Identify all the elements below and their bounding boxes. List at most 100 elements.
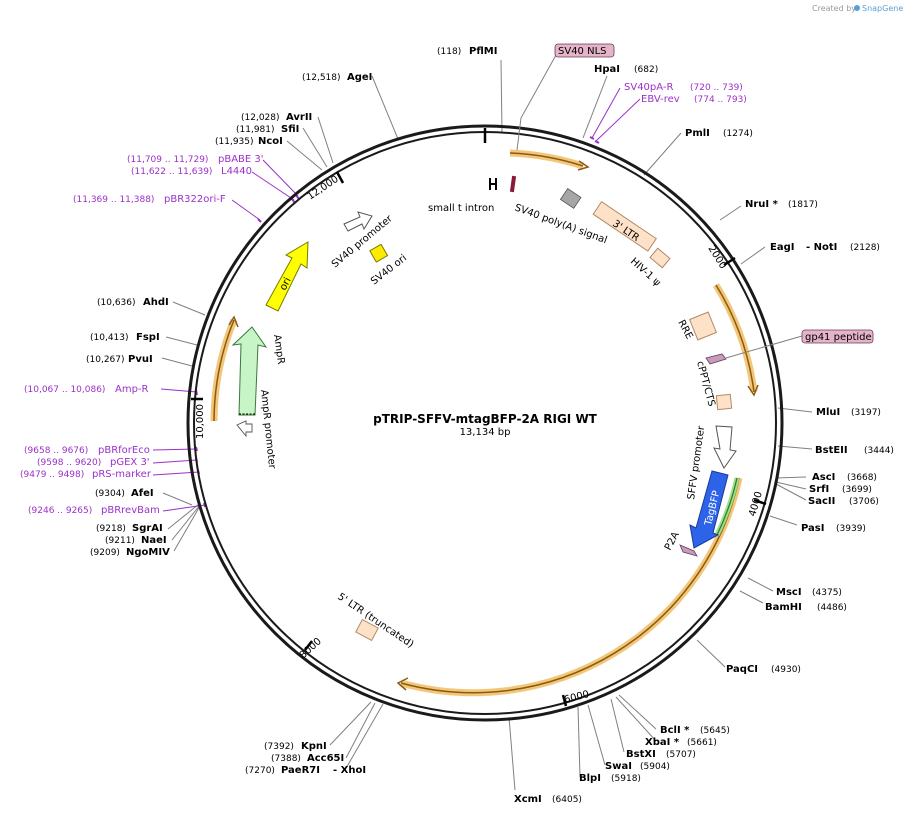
enzyme-line-swai [587,704,606,766]
enzyme-line-pasi [769,515,798,526]
enzyme-line-blpi [577,706,581,778]
tick-8000 [304,640,313,651]
enzyme-line-kpni [329,701,372,746]
plasmid-length: 13,134 bp [460,427,511,438]
orf-arc-bottom-highlight [400,477,743,697]
sffv-promoter-arrow [713,425,737,469]
enzyme-pos-sacii: (3706) [849,497,879,507]
label-sv40-polya: SV40 poly(A) signal [513,202,609,246]
orf-arc-bottom [400,477,740,694]
enzyme-pos-naei: (9211) [105,536,135,546]
enzyme-line-ncoi [286,140,323,171]
enzyme-name-noti: - NotI [806,242,837,253]
enzyme-name-pvui: PvuI [128,354,153,365]
gp41-callout[interactable]: gp41 peptide [725,329,874,359]
enzyme-pos-srfi: (3699) [842,485,872,495]
enzyme-name-kpni: KpnI [301,741,327,752]
primer-pos-pbabe: (11,709 .. 11,729) [127,155,208,165]
orf-arc-top-arrow [577,160,590,171]
enzyme-name-eagi: EagI [770,242,794,253]
label-ampr-promoter: AmpR promoter [258,389,277,470]
gp41-box [801,329,874,344]
enzyme-line-fspi [165,336,198,346]
primer-pos-l4440: (11,622 .. 11,639) [131,167,212,177]
backbone [186,124,784,722]
enzyme-name-xhoi: - XhoI [333,765,366,776]
label-p2a: P2A [663,530,682,552]
primer-mark-sv40pa-r [589,136,595,140]
sv40-nls-callout[interactable]: SV40 NLS [516,43,615,151]
sv40-nls-box [554,43,615,58]
enzyme-pos-eagi: (2128) [850,243,880,253]
enzyme-pos-afei: (9304) [95,489,125,499]
ltr5-shape [355,618,379,642]
enzyme-line-sacii [775,483,807,501]
enzyme-name-agei: AgeI [347,72,372,83]
primer-pos-pbrrevbam: (9246 .. 9265) [28,506,92,516]
credit[interactable]: Created by SnapGene [812,4,903,13]
hiv-psi-shape [649,247,671,269]
plasmid-name: pTRIP-SFFV-mtagBFP-2A RIGI WT [373,412,598,426]
enzyme-pos-swai: (5904) [640,762,670,772]
enzyme-line-acc65i [345,702,376,759]
orf-arc-bottom-arrow [396,677,409,691]
enzyme-line-ngomiv [173,505,201,552]
enzyme-line-xcmi [508,716,516,791]
label-small-t-intron: small t intron [428,203,494,214]
enzyme-pos-kpni: (7392) [264,742,294,752]
enzyme-line-mlui [777,407,813,413]
sv40-nls-label: SV40 NLS [558,46,607,57]
enzyme-lines [161,59,813,791]
orf-arc-tagbfp [716,477,738,536]
enzyme-line-eagi [740,246,766,265]
enzyme-pos-sfii: (11,981) [236,125,275,135]
enzyme-line-sfii [302,127,328,168]
enzyme-pos-bsteii: (3444) [864,446,894,456]
ltr3-shape [592,201,657,252]
enzyme-line-sgrai [167,503,200,530]
enzyme-pos-msci: (4375) [812,588,842,598]
enzyme-pos-bamhi: (4486) [817,603,847,613]
enzyme-name-msci: MscI [776,587,802,598]
enzyme-pos-acc65i: (7388) [271,754,301,764]
enzyme-name-ngomiv: NgoMIV [126,547,170,558]
scale-ticks [191,171,767,707]
sv40-nls-line [516,54,557,151]
orf-arcs [210,149,759,697]
enzyme-line-naei [171,504,201,541]
primer-marks [195,136,600,508]
enzyme-name-ahdi: AhdI [143,297,169,308]
label-ltr5: 5' LTR (truncated) [335,591,415,650]
primer-name-ebv-rev: EBV-rev [641,94,680,105]
primer-line-pbrrevbam [162,504,206,512]
label-ampr: AmpR [271,334,286,365]
enzyme-line-bsteii [777,445,813,450]
primer-line-pbabe [262,159,299,197]
primer-name-amp-r: Amp-R [115,384,149,395]
primer-labels: SV40pA-R (720 .. 739) EBV-rev (774 .. 79… [20,82,747,516]
ori-arrow [265,241,309,312]
enzyme-name-blpi: BlpI [579,773,601,784]
enzyme-line-agei [371,75,399,140]
enzyme-pos-paer7i: (7270) [245,766,275,776]
sv40-ori-shape [369,243,389,263]
enzyme-line-avrii [317,116,334,164]
enzyme-pos-nrui: (1817) [788,200,818,210]
enzyme-labels: (118) PflMI HpaI (682) PmlI (1274) NruI … [86,46,894,805]
enzyme-name-bsteii: BstEII [815,445,848,456]
primer-pos-prs: (9479 .. 9498) [20,470,84,480]
primer-line-l4440 [251,171,295,201]
p2a-shape [679,544,698,557]
primer-pos-ebv-rev: (774 .. 793) [694,95,747,105]
enzyme-line-ahdi [172,301,206,316]
enzyme-name-pasi: PasI [801,523,824,534]
primer-line-ebv-rev [595,98,641,142]
orf-arc-right-arrow [747,384,759,397]
enzyme-line-bstxi [610,698,625,753]
enzyme-pos-ncoi: (11,935) [215,137,254,147]
enzyme-line-bcli [618,694,657,730]
small-t-intron-mark [509,175,517,193]
enzyme-name-avrii: AvrII [286,112,312,123]
enzyme-line-asci [775,476,807,479]
features [231,175,737,642]
